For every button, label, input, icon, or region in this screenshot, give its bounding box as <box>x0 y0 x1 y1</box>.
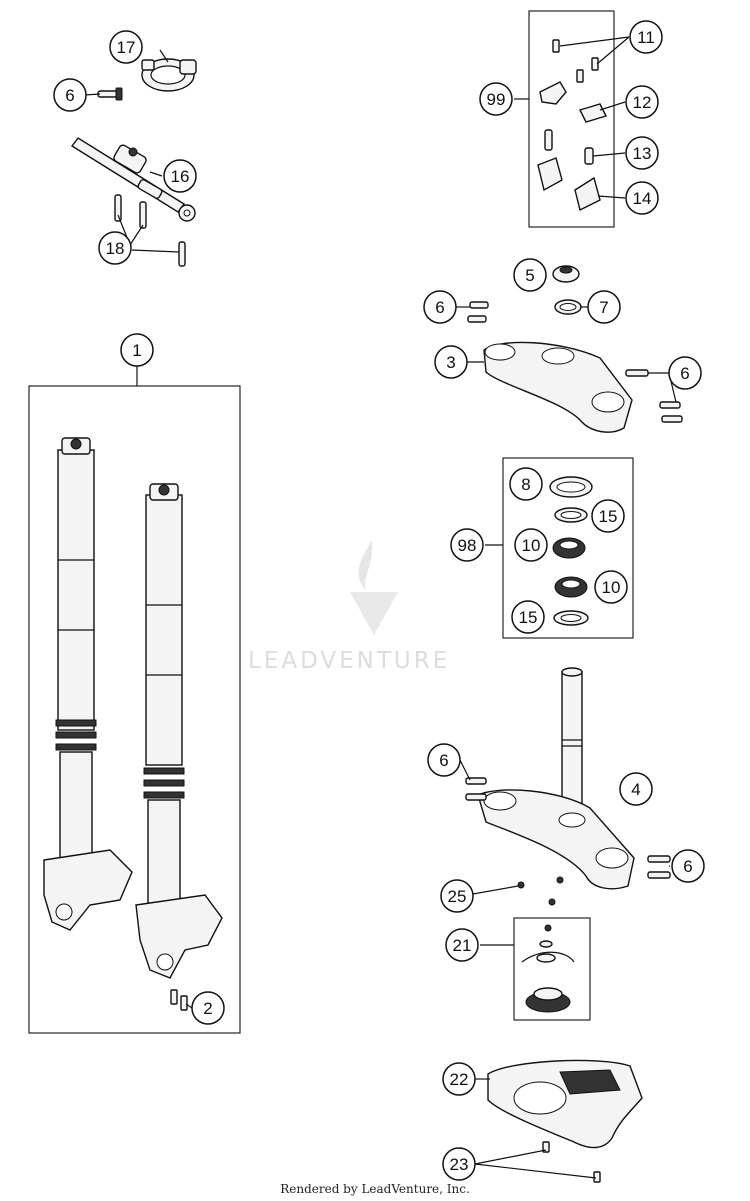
bottom-plate-22 <box>487 1059 643 1149</box>
callout-13-label: 13 <box>633 144 652 163</box>
callout-17: 17 <box>109 30 143 64</box>
callout-7-label: 7 <box>599 298 608 317</box>
callout-10-upper: 10 <box>514 528 548 562</box>
callout-6-damper: 6 <box>53 78 87 112</box>
bearing-kit-98-box <box>502 457 634 639</box>
callout-6-lower-right: 6 <box>671 849 705 883</box>
leader-lines <box>83 36 677 1179</box>
callout-17-label: 17 <box>117 38 136 57</box>
leadventure-watermark: LEADVENTURE <box>248 540 450 674</box>
callout-16-label: 16 <box>171 167 190 186</box>
callout-11-label: 11 <box>637 28 655 47</box>
callout-4: 4 <box>619 772 653 806</box>
callout-6-lower-right-label: 6 <box>683 857 692 876</box>
watermark-text: LEADVENTURE <box>248 648 450 674</box>
steering-lock-parts-21 <box>521 924 575 1013</box>
callout-12-label: 12 <box>633 93 652 112</box>
callout-22-label: 22 <box>450 1070 469 1089</box>
callout-2-label: 2 <box>203 999 212 1018</box>
callout-12: 12 <box>625 85 659 119</box>
callout-25-label: 25 <box>448 887 467 906</box>
bolts-6-upper-left <box>467 301 489 323</box>
footer-credit: Rendered by LeadVenture, Inc. <box>280 1182 470 1196</box>
callout-6-lower-left-label: 6 <box>439 751 448 770</box>
damper-clamp-17 <box>141 58 197 92</box>
callout-6-damper-label: 6 <box>65 86 74 105</box>
callout-25: 25 <box>440 879 474 913</box>
callout-18-label: 18 <box>106 239 125 258</box>
callout-6-upper-left: 6 <box>423 290 457 324</box>
callout-10-lower: 10 <box>594 570 628 604</box>
callout-18: 18 <box>98 231 132 265</box>
callout-99: 99 <box>479 82 513 116</box>
callout-21-label: 21 <box>453 936 472 955</box>
upper-triple-clamp-3 <box>483 341 633 433</box>
callout-8: 8 <box>509 467 543 501</box>
washer-7 <box>554 299 582 315</box>
callout-6-upper-left-label: 6 <box>435 298 444 317</box>
callout-23: 23 <box>442 1147 476 1181</box>
callout-7: 7 <box>587 290 621 324</box>
callout-11: 11 <box>629 20 663 54</box>
kit-99-box <box>528 10 615 228</box>
callout-15-upper: 15 <box>591 499 625 533</box>
callout-1-label: 1 <box>132 341 141 360</box>
callout-8-label: 8 <box>521 475 530 494</box>
bolt-6-damper <box>97 87 123 101</box>
screws-25 <box>517 876 564 906</box>
callout-15-lower-label: 15 <box>519 608 538 627</box>
steering-damper-16 <box>70 137 196 222</box>
callout-23-label: 23 <box>450 1155 469 1174</box>
callout-3: 3 <box>434 345 468 379</box>
callout-10-upper-label: 10 <box>522 536 541 555</box>
bolts-6-lower-left <box>465 777 487 801</box>
fork-kit-1-box <box>28 385 241 1034</box>
kit-21-box <box>513 917 591 1021</box>
callouts: 1 2 3 4 5 6 6 6 6 6 7 8 10 10 11 12 13 1… <box>53 20 705 1181</box>
callout-16: 16 <box>163 159 197 193</box>
bearing-parts-kit-98 <box>549 476 593 626</box>
lower-triple-clamp-4 <box>477 667 635 890</box>
callout-14: 14 <box>625 181 659 215</box>
bolts-18 <box>114 194 186 267</box>
callout-6-lower-left: 6 <box>427 743 461 777</box>
callout-22: 22 <box>442 1062 476 1096</box>
callout-15-upper-label: 15 <box>599 507 618 526</box>
callout-5: 5 <box>513 258 547 292</box>
screws-23 <box>542 1141 601 1183</box>
callout-6-upper-right-label: 6 <box>680 364 689 383</box>
bolts-6-lower-right <box>647 855 671 879</box>
fork-leg-left <box>43 437 133 931</box>
callout-1: 1 <box>120 333 154 367</box>
callout-5-label: 5 <box>525 266 534 285</box>
callout-4-label: 4 <box>631 780 640 799</box>
callout-10-lower-label: 10 <box>602 578 621 597</box>
callout-6-upper-right: 6 <box>668 356 702 390</box>
callout-98-label: 98 <box>458 536 477 555</box>
callout-2: 2 <box>191 991 225 1025</box>
callout-21: 21 <box>445 928 479 962</box>
callout-98: 98 <box>450 528 484 562</box>
callout-15-lower: 15 <box>511 600 545 634</box>
bolts-2 <box>170 989 188 1011</box>
fork-leg-right <box>135 483 223 979</box>
callout-99-label: 99 <box>487 90 506 109</box>
bolts-6-upper-right <box>625 369 683 423</box>
callout-3-label: 3 <box>446 353 455 372</box>
callout-13: 13 <box>625 136 659 170</box>
clamp-parts-kit-99 <box>537 39 607 212</box>
callout-14-label: 14 <box>633 189 652 208</box>
nut-5 <box>552 265 580 283</box>
